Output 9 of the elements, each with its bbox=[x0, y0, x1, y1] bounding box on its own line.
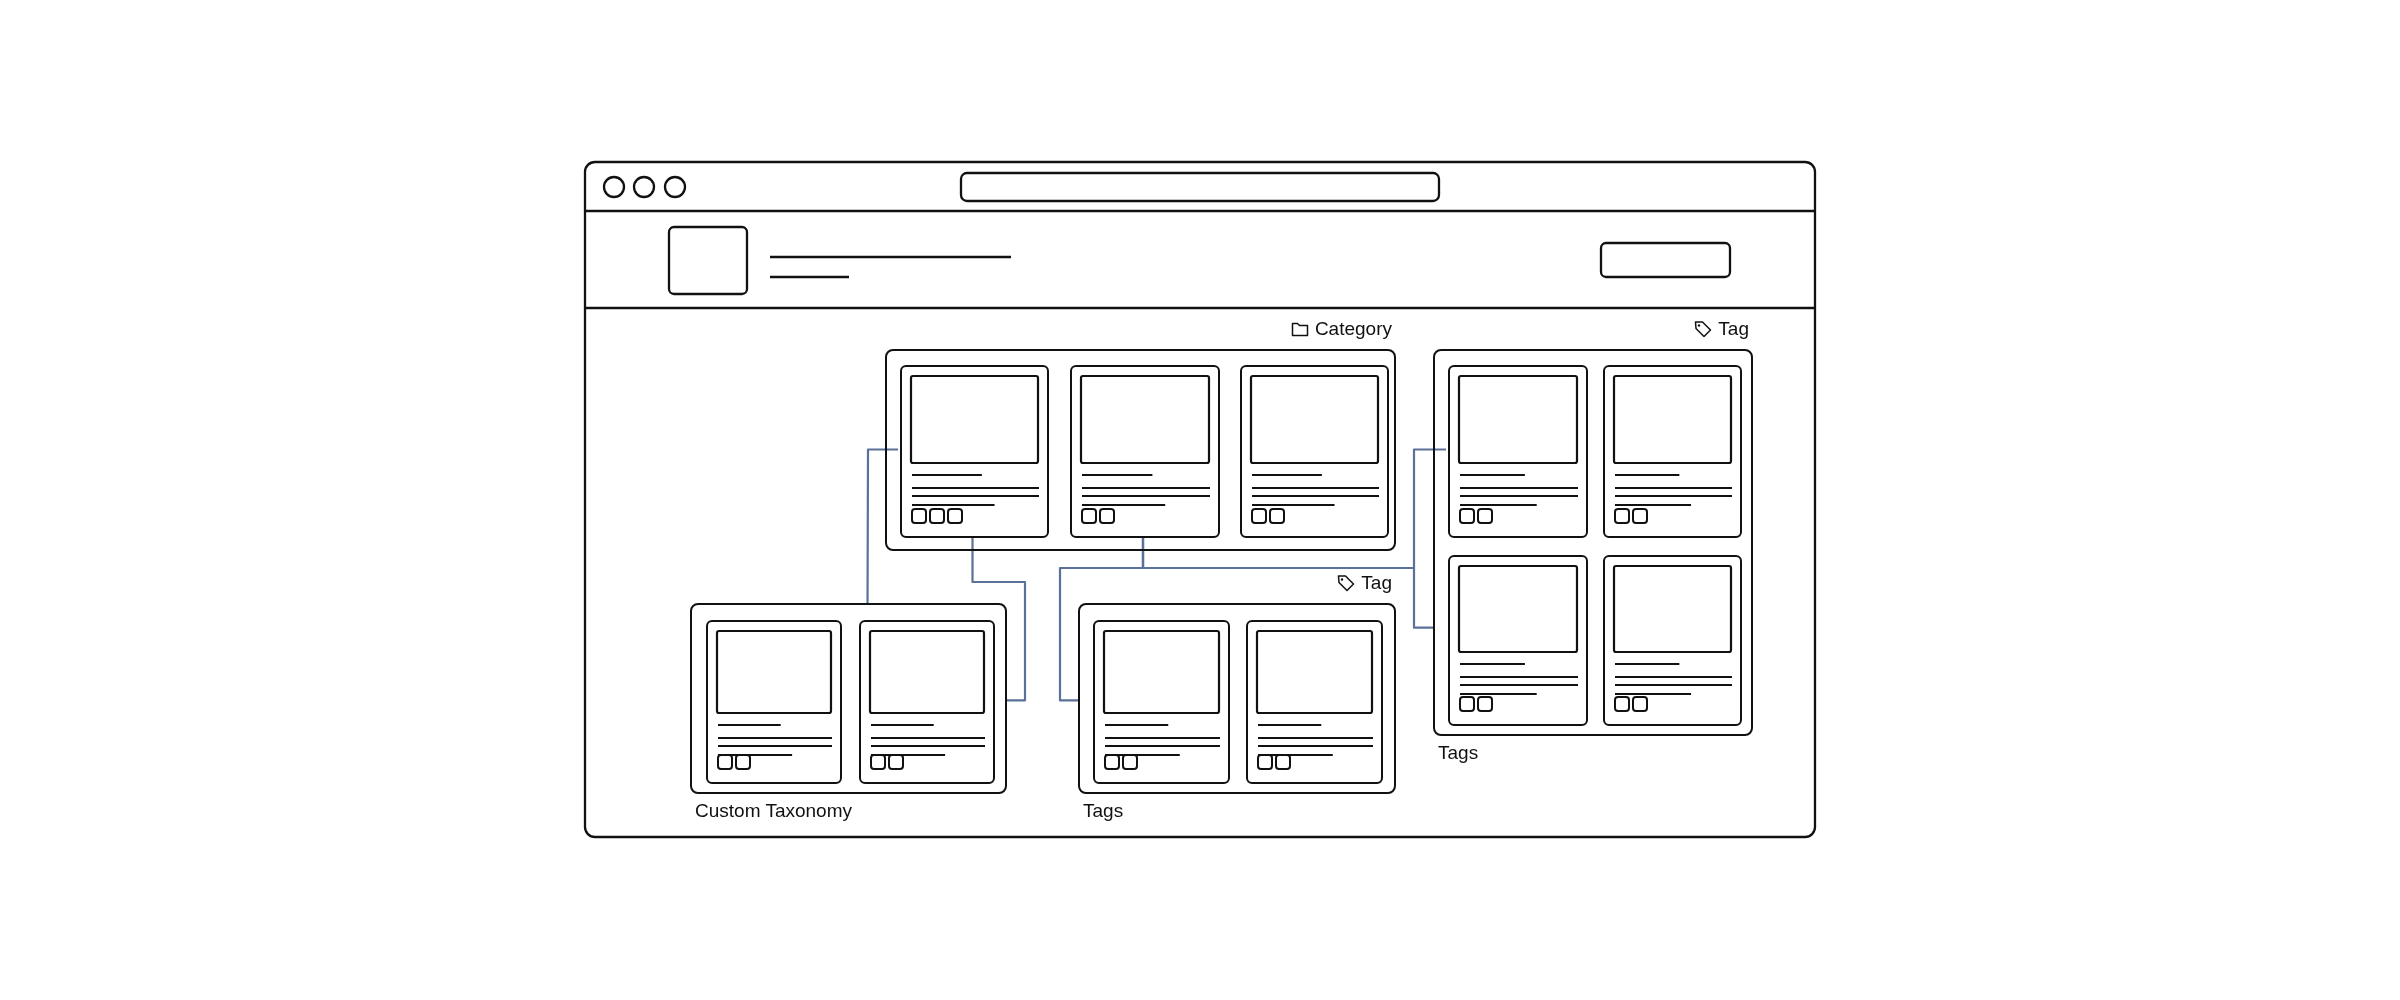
group-caption: Custom Taxonomy bbox=[695, 799, 852, 823]
group-heading: Tag bbox=[1361, 571, 1392, 595]
connector-line bbox=[866, 448, 898, 603]
group-caption: Tags bbox=[1438, 741, 1479, 765]
group-heading: Category bbox=[1314, 317, 1392, 341]
connector-line bbox=[1141, 536, 1433, 629]
group-heading: Tag bbox=[1718, 317, 1749, 341]
connector-line bbox=[971, 536, 1027, 702]
group-caption: Tags bbox=[1083, 799, 1124, 823]
